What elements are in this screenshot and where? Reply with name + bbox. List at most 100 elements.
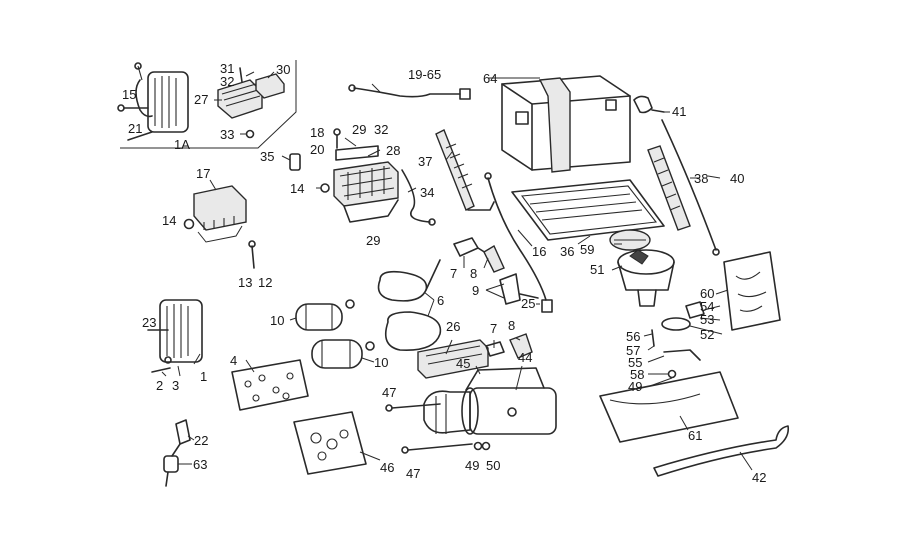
- bolt-47b-part: [401, 443, 473, 454]
- callout-38: 38: [694, 171, 708, 186]
- callout-32b: 32: [374, 122, 388, 137]
- callout-52: 52: [700, 327, 714, 342]
- distributor-cap-59-part: [609, 229, 651, 251]
- rod-40-part: [661, 119, 720, 256]
- battery-tray-36-part: [511, 179, 665, 241]
- sensor-22-part: [171, 419, 191, 457]
- callout-7a: 7: [450, 266, 457, 281]
- sensor-63-part: [163, 455, 179, 487]
- nut-14b-part: [183, 218, 195, 230]
- callout-49a: 49: [628, 379, 642, 394]
- callout-33: 33: [220, 127, 234, 142]
- starter-motor-44-part: [423, 367, 557, 435]
- callout-25: 25: [521, 296, 535, 311]
- screw-31-part: [239, 67, 243, 83]
- callout-23: 23: [142, 315, 156, 330]
- bracket-relay-part: [197, 225, 243, 243]
- rectifier-26-part: [417, 339, 489, 379]
- plug-cap-8-part: [483, 244, 505, 273]
- pin-56-part: [651, 329, 655, 347]
- callout-20: 20: [310, 142, 324, 157]
- callout-60: 60: [700, 286, 714, 301]
- plate-29-top-part: [335, 145, 379, 161]
- callout-22: 22: [194, 433, 208, 448]
- callout-47a: 47: [382, 385, 396, 400]
- screw-15-part: [117, 104, 149, 112]
- callout-12: 12: [258, 275, 272, 290]
- callout-58: 58: [630, 367, 644, 382]
- callout-37: 37: [418, 154, 432, 169]
- callout-54: 54: [700, 299, 714, 314]
- spacer-35-part: [289, 153, 301, 171]
- callout-9: 9: [472, 283, 479, 298]
- screw-2-part: [151, 367, 171, 373]
- oring-52-part: [661, 317, 691, 331]
- cover-30-part: [255, 73, 285, 99]
- callout-42: 42: [752, 470, 766, 485]
- nut-14-part: [320, 183, 330, 193]
- callout-61: 61: [688, 428, 702, 443]
- nut-50-part: [481, 441, 491, 451]
- callout-35: 35: [260, 149, 274, 164]
- cable-60-bag-part: [723, 251, 781, 331]
- relay-17-part: [193, 185, 247, 231]
- callout-49b: 49: [465, 458, 479, 473]
- callout-45: 45: [456, 356, 470, 371]
- callout-17: 17: [196, 166, 210, 181]
- callout-labels: 1A 15 21 31 32 30 27 33 19-65 64 41 18 2…: [122, 61, 766, 485]
- callout-31: 31: [220, 61, 234, 76]
- callout-50: 50: [486, 458, 500, 473]
- callout-51: 51: [590, 262, 604, 277]
- plug-9-part: [499, 273, 539, 305]
- bolt-47a-part: [385, 403, 441, 412]
- ignition-coil-10a-part: [295, 299, 355, 331]
- callout-41: 41: [672, 104, 686, 119]
- callout-8b: 8: [508, 318, 515, 333]
- cable-19-65-part: [348, 84, 471, 100]
- callout-64: 64: [483, 71, 497, 86]
- callout-44: 44: [518, 350, 532, 365]
- callout-4: 4: [230, 353, 237, 368]
- callout-14a: 14: [290, 181, 304, 196]
- parts-bag-4-part: [231, 359, 309, 411]
- ignition-coil-10b-part: [311, 339, 375, 369]
- callout-10a: 10: [270, 313, 284, 328]
- callout-29a: 29: [352, 122, 366, 137]
- callout-2: 2: [156, 378, 163, 393]
- clip-54-part: [685, 301, 705, 319]
- callout-16: 16: [532, 244, 546, 259]
- callout-63: 63: [193, 457, 207, 472]
- inset-frame: [120, 60, 297, 149]
- leader-lines: [159, 71, 753, 471]
- callout-53: 53: [700, 312, 714, 327]
- callout-30: 30: [276, 62, 290, 77]
- fuse-holder-29-part: [343, 199, 399, 223]
- regulator-27-part: [217, 79, 263, 119]
- callout-56: 56: [626, 329, 640, 344]
- callout-21: 21: [128, 121, 142, 136]
- callout-18: 18: [310, 125, 324, 140]
- callout-27: 27: [194, 92, 208, 107]
- parts-bag-46-part: [293, 411, 367, 475]
- callout-28: 28: [386, 143, 400, 158]
- bracket-55-part: [663, 349, 701, 361]
- callout-10b: 10: [374, 355, 388, 370]
- distributor-51-part: [617, 249, 675, 307]
- callout-57: 57: [626, 343, 640, 358]
- tool-bag-61-part: [599, 371, 739, 443]
- callout-3: 3: [172, 378, 179, 393]
- pin-18-part: [333, 128, 341, 149]
- alternator-1a-part: [134, 62, 189, 133]
- callout-1: 1: [200, 369, 207, 384]
- callout-40: 40: [730, 171, 744, 186]
- strap-38-part: [647, 145, 691, 231]
- alternator-1-part: [147, 299, 203, 364]
- earth-cable-16-part: [484, 172, 553, 313]
- callout-15: 15: [122, 87, 136, 102]
- callout-1A: 1A: [174, 137, 190, 152]
- fuse-box-28-part: [333, 161, 399, 207]
- callout-59: 59: [580, 242, 594, 257]
- callout-29b: 29: [366, 233, 380, 248]
- callout-55: 55: [628, 355, 642, 370]
